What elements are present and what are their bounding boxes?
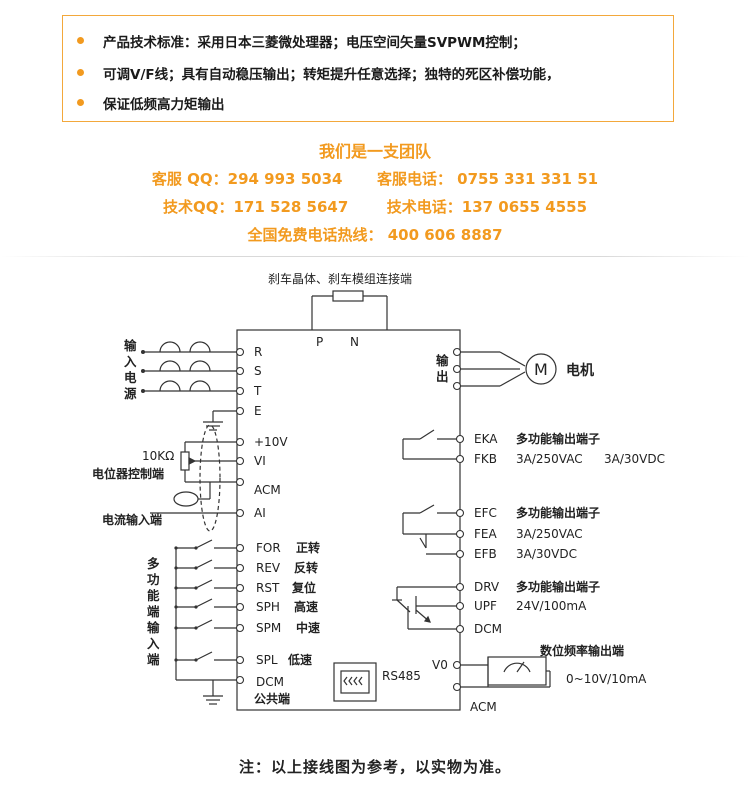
motor-label: 电机 bbox=[566, 362, 594, 379]
relay1-rating1: 3A/250VAC bbox=[516, 452, 583, 466]
terminal-rst: RST bbox=[256, 581, 280, 595]
terminal-s: S bbox=[254, 364, 262, 378]
multi-input-label: 端 bbox=[147, 604, 160, 619]
freq-acm: ACM bbox=[470, 700, 497, 714]
terminal-for: FOR bbox=[256, 541, 281, 555]
footer-note: 注：以上接线图为参考，以实物为准。 bbox=[238, 758, 511, 776]
output-label: 出 bbox=[436, 369, 449, 384]
relay2-title: 多功能输出端子 bbox=[516, 505, 600, 520]
terminal-rev: REV bbox=[256, 561, 281, 575]
relay1-rating2: 3A/30VDC bbox=[604, 452, 665, 466]
terminal-dcm: DCM bbox=[256, 675, 284, 689]
divider bbox=[0, 256, 750, 257]
multi-input-label: 输 bbox=[147, 620, 160, 635]
service-phone: 客服电话： 0755 331 331 51 bbox=[376, 170, 599, 188]
service-qq: 客服 QQ：294 993 5034 bbox=[151, 170, 343, 188]
func-sph: 高速 bbox=[294, 599, 318, 614]
terminal-spl: SPL bbox=[256, 653, 278, 667]
bullet-icon bbox=[77, 37, 84, 44]
transistor-upf: UPF bbox=[474, 599, 497, 613]
transistor-rating: 24V/100mA bbox=[516, 599, 587, 613]
bullet-icon bbox=[77, 99, 84, 106]
func-spm: 中速 bbox=[296, 620, 320, 635]
terminal-r: R bbox=[254, 345, 262, 359]
brake-p: P bbox=[316, 335, 323, 349]
terminal-ai: AI bbox=[254, 506, 266, 520]
relay2-rating1: 3A/250VAC bbox=[516, 527, 583, 541]
terminal-vi: VI bbox=[254, 454, 266, 468]
brake-title: 刹车晶体、刹车模组连接端 bbox=[268, 271, 412, 286]
pot-value: 10KΩ bbox=[142, 449, 174, 463]
team-title: 我们是一支团队 bbox=[318, 142, 431, 161]
rs485-label: RS485 bbox=[382, 669, 421, 683]
common-label: 公共端 bbox=[254, 691, 290, 706]
input-power-label: 电 bbox=[124, 370, 137, 385]
current-label: 电流输入端 bbox=[102, 512, 162, 527]
multi-input-label: 入 bbox=[147, 636, 160, 651]
terminal-10v: +10V bbox=[254, 435, 288, 449]
tech-phone: 技术电话：137 0655 4555 bbox=[386, 198, 588, 216]
input-power-label: 源 bbox=[124, 386, 137, 401]
service-contacts: 客服 QQ：294 993 5034 客服电话： 0755 331 331 51 bbox=[0, 168, 750, 189]
relay2-fea: FEA bbox=[474, 527, 497, 541]
relay1-title: 多功能输出端子 bbox=[516, 431, 600, 446]
relay1-eka: EKA bbox=[474, 432, 498, 446]
terminal-acm: ACM bbox=[254, 483, 281, 497]
feature-box: 产品技术标准：采用日本三菱微处理器；电压空间矢量SVPWM控制； 可调V/F线；… bbox=[62, 15, 674, 122]
multi-input-label: 功 bbox=[147, 572, 160, 587]
hotline: 全国免费电话热线： 400 606 8887 bbox=[247, 226, 503, 244]
terminal-spm: SPM bbox=[256, 621, 281, 635]
func-rst: 复位 bbox=[291, 580, 316, 595]
freq-title: 数位频率输出端 bbox=[540, 643, 624, 658]
multi-input-label: 端 bbox=[147, 652, 160, 667]
terminal-sph: SPH bbox=[256, 600, 280, 614]
terminal-e: E bbox=[254, 404, 262, 418]
feature-item: 产品技术标准：采用日本三菱微处理器；电压空间矢量SVPWM控制； bbox=[103, 35, 526, 51]
relay2-rating2: 3A/30VDC bbox=[516, 547, 577, 561]
relay2-efc: EFC bbox=[474, 506, 497, 520]
tech-contacts: 技术QQ：171 528 5647 技术电话：137 0655 4555 bbox=[0, 196, 750, 217]
motor-symbol: M bbox=[534, 360, 548, 379]
output-label: 输 bbox=[436, 353, 449, 368]
func-spl: 低速 bbox=[287, 652, 312, 667]
transistor-dcm: DCM bbox=[474, 622, 502, 636]
multi-input-label: 能 bbox=[147, 588, 160, 603]
terminal-t: T bbox=[253, 384, 262, 398]
multi-input-label: 多 bbox=[147, 556, 160, 571]
freq-range: 0~10V/10mA bbox=[566, 672, 647, 686]
tech-qq: 技术QQ：171 528 5647 bbox=[162, 198, 349, 216]
transistor-title: 多功能输出端子 bbox=[516, 579, 600, 594]
pot-label: 电位器控制端 bbox=[92, 466, 164, 481]
input-power-label: 入 bbox=[124, 354, 137, 369]
input-power-label: 输 bbox=[124, 338, 137, 353]
feature-item: 可调V/F线；具有自动稳压输出；转矩提升任意选择；独特的死区补偿功能， bbox=[103, 67, 560, 83]
transistor-drv: DRV bbox=[474, 580, 500, 594]
brake-n: N bbox=[350, 335, 359, 349]
func-rev: 反转 bbox=[294, 560, 318, 575]
relay2-efb: EFB bbox=[474, 547, 497, 561]
bullet-icon bbox=[77, 69, 84, 76]
feature-item: 保证低频高力矩输出 bbox=[103, 97, 225, 113]
func-for: 正转 bbox=[296, 540, 320, 555]
freq-v0: V0 bbox=[432, 658, 448, 672]
relay1-fkb: FKB bbox=[474, 452, 497, 466]
